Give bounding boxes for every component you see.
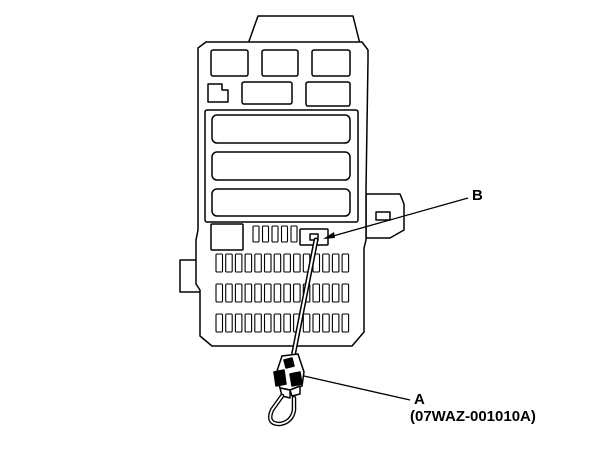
mini-fuse-socket <box>341 283 350 303</box>
mini-fuse-socket <box>225 313 233 333</box>
mini-fuse-socket <box>234 313 243 333</box>
mini-fuse-socket <box>254 313 262 333</box>
mini-fuse-socket <box>293 253 301 273</box>
label-a-part-number: (07WAZ-001010A) <box>410 408 536 425</box>
top-connector-housing <box>247 15 361 45</box>
mini-fuse-socket <box>263 283 272 303</box>
mini-fuse-socket <box>254 283 262 303</box>
mini-fuse-socket <box>263 313 272 333</box>
mini-fuse-socket <box>283 253 291 273</box>
mini-fuse-socket <box>293 283 301 303</box>
mini-fuse-socket <box>283 313 291 333</box>
mini-fuse-socket <box>215 253 224 273</box>
mini-fuse-socket <box>271 225 279 243</box>
relay-socket-middle-left <box>241 81 293 105</box>
mini-fuse-socket <box>273 313 282 333</box>
mini-fuse-socket <box>302 313 311 333</box>
relay-socket-top-left <box>210 49 249 77</box>
mini-fuse-socket <box>290 225 298 243</box>
relay-socket-top-right <box>311 49 351 77</box>
leader-arrowhead-b <box>323 232 335 239</box>
fuse-slot-upper <box>211 114 351 144</box>
small-connector-left <box>207 83 229 103</box>
mini-fuse-socket <box>322 313 330 333</box>
mini-fuse-socket <box>283 283 291 303</box>
label-a: A <box>414 391 425 408</box>
jumper-wire-lead <box>289 237 319 365</box>
mini-fuse-socket <box>261 225 270 243</box>
mini-fuse-socket <box>254 253 262 273</box>
mini-fuse-socket <box>225 253 233 273</box>
mini-fuse-socket <box>280 225 289 243</box>
mini-fuse-socket <box>244 313 253 333</box>
connector-a <box>273 353 305 399</box>
leader-line-a <box>303 375 411 401</box>
mini-fuse-socket <box>215 313 224 333</box>
mini-fuse-socket <box>331 253 340 273</box>
mini-fuse-socket <box>273 283 282 303</box>
mini-fuse-socket <box>341 313 350 333</box>
mini-fuse-socket <box>263 253 272 273</box>
right-bracket-slot <box>375 211 391 221</box>
mini-fuse-socket <box>215 283 224 303</box>
relay-socket-lower-left <box>210 223 244 251</box>
mini-fuse-socket <box>341 253 350 273</box>
mini-fuse-socket <box>322 283 330 303</box>
mini-fuse-socket <box>331 283 340 303</box>
leader-line-b <box>325 197 469 239</box>
mini-fuse-socket <box>225 283 233 303</box>
mini-fuse-socket <box>312 283 321 303</box>
wire-loop <box>268 393 297 427</box>
mini-fuse-socket <box>252 225 260 243</box>
mini-fuse-socket <box>322 253 330 273</box>
relay-socket-middle-right <box>305 81 351 107</box>
mini-fuse-socket <box>234 253 243 273</box>
fuse-slot-middle <box>211 151 351 181</box>
mini-fuse-grid-top <box>252 225 298 243</box>
label-b: B <box>472 187 483 204</box>
leader-lines <box>303 197 469 401</box>
mini-fuse-socket <box>244 283 253 303</box>
mini-fuse-socket <box>312 313 321 333</box>
mini-fuse-socket <box>273 253 282 273</box>
mini-fuse-socket <box>331 313 340 333</box>
mini-fuse-socket <box>234 283 243 303</box>
relay-socket-top-middle <box>261 49 299 77</box>
fuse-slot-lower <box>211 188 351 217</box>
mini-fuse-socket <box>244 253 253 273</box>
